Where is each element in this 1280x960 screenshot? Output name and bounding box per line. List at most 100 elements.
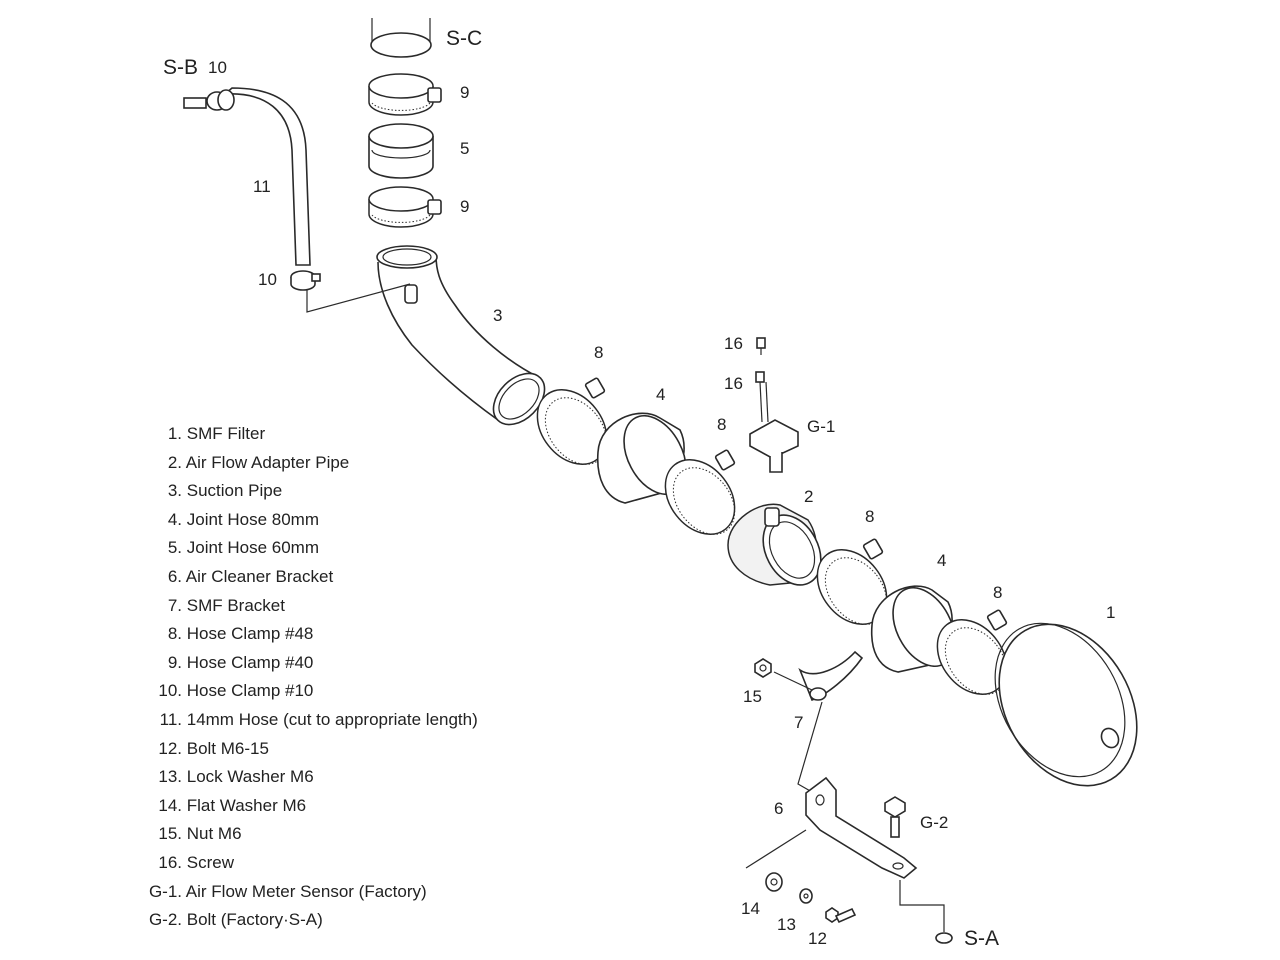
part-code: 3. (167, 481, 182, 501)
part-name: Flat Washer M6 (186, 795, 307, 815)
part-code: 10. (158, 681, 182, 701)
label-g-2: G-2 (920, 813, 948, 832)
part-name: Air Cleaner Bracket (185, 566, 334, 586)
part-code: 1. (167, 424, 182, 443)
smf-filter (994, 622, 1138, 787)
part-name: Air Flow Meter Sensor (Factory) (185, 881, 427, 901)
part-name: SMF Bracket (186, 595, 285, 615)
label-10-top: 10 (208, 58, 227, 77)
label-14: 14 (741, 899, 760, 918)
label-9-bottom: 9 (460, 197, 469, 216)
hose-clamp-48-b (664, 449, 736, 535)
part-name: Screw (186, 852, 234, 872)
part-name: Hose Clamp #10 (186, 681, 314, 701)
part-code: 11. (159, 709, 182, 729)
label-6: 6 (774, 799, 783, 818)
suction-pipe (376, 245, 546, 426)
label-8-a: 8 (594, 343, 603, 362)
label-12: 12 (808, 929, 827, 948)
bolt-g-2 (884, 796, 906, 838)
part-name: 14mm Hose (cut to appropriate length) (186, 709, 478, 729)
label-13: 13 (777, 915, 796, 934)
part-code: 4. (167, 509, 182, 529)
part-code: 16. (158, 852, 182, 872)
label-s-c: S-C (446, 27, 482, 50)
label-8-b: 8 (717, 415, 726, 434)
hose-clamp-40-bottom (368, 186, 442, 228)
part-code: 9. (167, 652, 182, 672)
air-cleaner-bracket (745, 776, 945, 932)
parts-list-item: 16. Screw (140, 849, 560, 878)
part-code: G-1. (148, 881, 182, 901)
parts-list-item: 11. 14mm Hose (cut to appropriate length… (140, 706, 560, 735)
part-name: Bolt (Factory·S-A) (186, 910, 323, 930)
label-8-d: 8 (993, 583, 1002, 602)
label-4-a: 4 (656, 385, 665, 404)
part-code: 15. (158, 824, 182, 844)
label-2: 2 (804, 487, 813, 506)
part-code: 13. (158, 767, 182, 787)
parts-list-item: G-2. Bolt (Factory·S-A) (140, 906, 560, 935)
label-10-bottom: 10 (258, 270, 277, 289)
part-name: Suction Pipe (186, 481, 283, 501)
part-name: Nut M6 (186, 824, 242, 844)
air-flow-adapter-pipe (727, 503, 822, 586)
s-c-ring (370, 18, 432, 58)
label-s-b: S-B (163, 56, 198, 79)
label-1: 1 (1106, 603, 1115, 622)
part-name: Air Flow Adapter Pipe (185, 452, 350, 472)
label-8-c: 8 (865, 507, 874, 526)
parts-list-item: 10. Hose Clamp #10 (140, 677, 560, 706)
part-name: Hose Clamp #48 (186, 624, 314, 644)
parts-list-item: 3. Suction Pipe (140, 477, 560, 506)
part-name: Joint Hose 60mm (186, 538, 320, 558)
part-name: Bolt M6-15 (186, 738, 269, 758)
parts-list-item: 15. Nut M6 (140, 820, 560, 849)
part-code: 5. (167, 538, 182, 558)
parts-list-item: 14. Flat Washer M6 (140, 792, 560, 821)
air-flow-meter-sensor (749, 337, 799, 473)
parts-list-item: 13. Lock Washer M6 (140, 763, 560, 792)
part-code: 2. (167, 452, 182, 472)
label-7: 7 (794, 713, 803, 732)
label-s-a: S-A (964, 927, 999, 950)
fasteners (765, 872, 953, 944)
label-4-b: 4 (937, 551, 946, 570)
parts-list-item: 2. Air Flow Adapter Pipe (140, 449, 560, 478)
part-name: Lock Washer M6 (186, 767, 314, 787)
part-code: 12. (158, 738, 182, 758)
part-code: 14. (158, 795, 182, 815)
part-code: 7. (167, 595, 182, 615)
label-9-top: 9 (460, 83, 469, 102)
parts-list-item: 9. Hose Clamp #40 (140, 649, 560, 678)
part-code: 6. (167, 566, 182, 586)
parts-list: 1. SMF Filter 2. Air Flow Adapter Pipe 3… (140, 420, 560, 935)
label-16-a: 16 (724, 334, 743, 353)
parts-list-item: 4. Joint Hose 80mm (140, 506, 560, 535)
joint-hose-60mm (368, 123, 434, 179)
part-name: Hose Clamp #40 (186, 652, 314, 672)
label-11: 11 (253, 177, 271, 196)
hose-clamp-40-top (368, 73, 442, 116)
parts-list-item: 12. Bolt M6-15 (140, 735, 560, 764)
hose-clamp-48-d (936, 609, 1008, 695)
label-15: 15 (743, 687, 762, 706)
smf-bracket (754, 650, 864, 793)
parts-list-item: 5. Joint Hose 60mm (140, 534, 560, 563)
label-3: 3 (493, 306, 502, 325)
part-name: Joint Hose 80mm (186, 509, 320, 529)
part-code: 8. (167, 624, 182, 644)
parts-list-item: 6. Air Cleaner Bracket (140, 563, 560, 592)
parts-list-item: 8. Hose Clamp #48 (140, 620, 560, 649)
parts-list-item: 7. SMF Bracket (140, 592, 560, 621)
label-5: 5 (460, 139, 469, 158)
label-16-b: 16 (724, 374, 743, 393)
parts-list-item: G-1. Air Flow Meter Sensor (Factory) (140, 878, 560, 907)
part-code: G-2. (148, 910, 182, 930)
parts-list-item: 1. SMF Filter (140, 420, 560, 449)
part-name: SMF Filter (186, 424, 266, 443)
label-g-1: G-1 (807, 417, 835, 436)
14mm-hose (183, 87, 321, 291)
